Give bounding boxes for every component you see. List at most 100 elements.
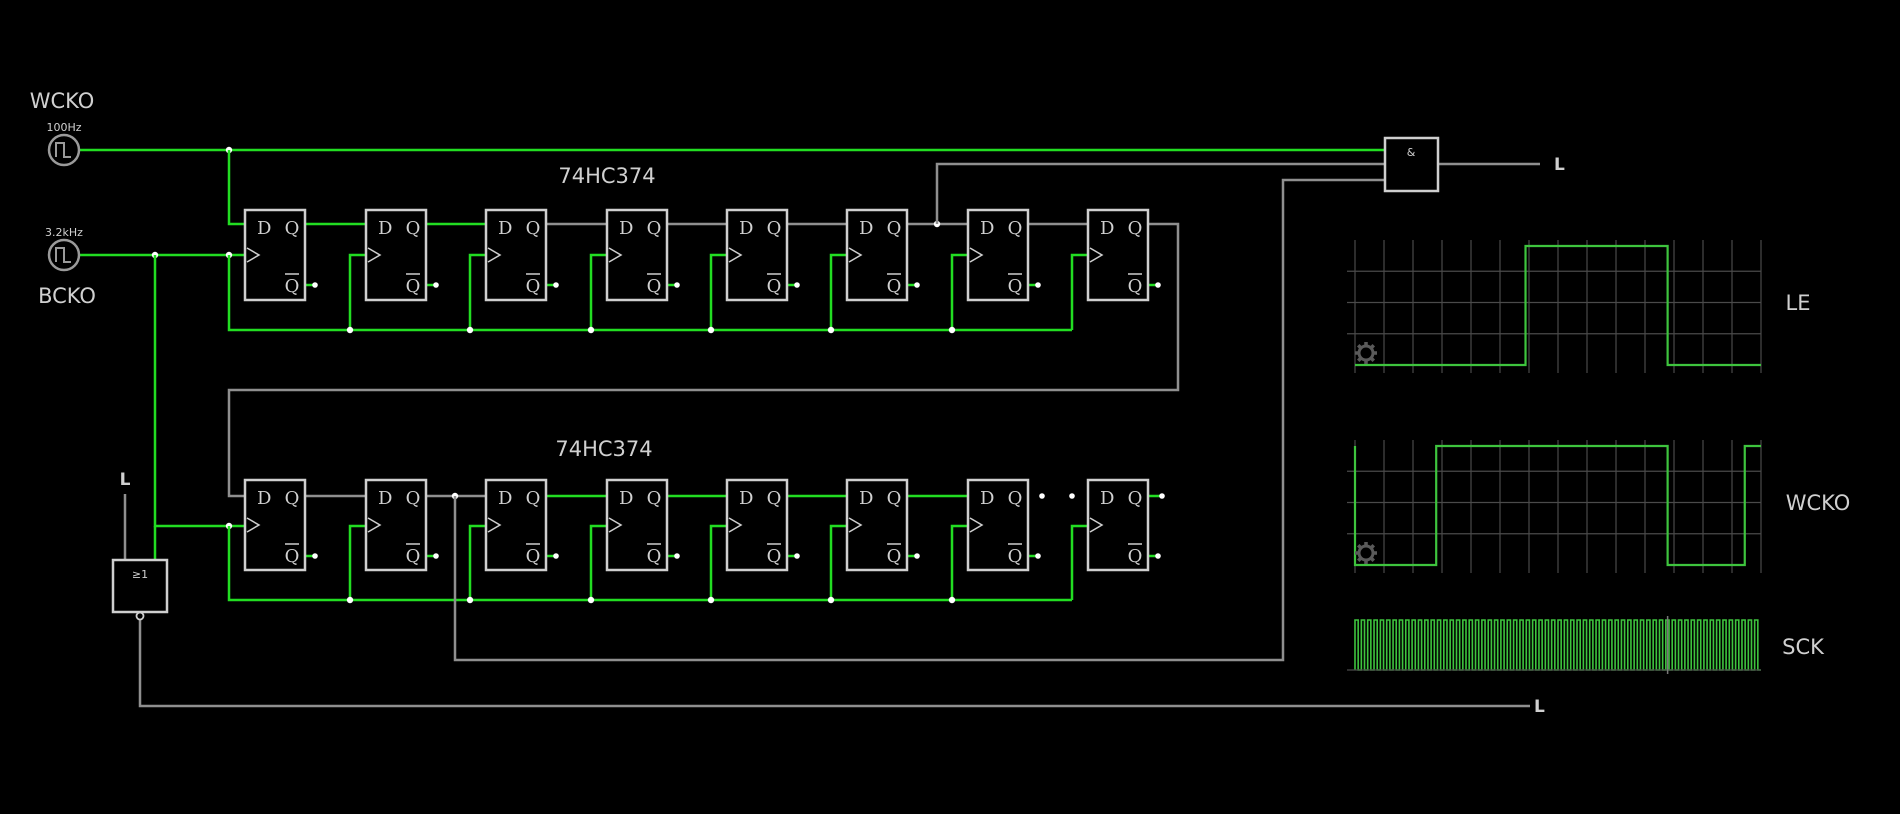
or-input-level: L <box>120 470 131 490</box>
flipflop-q-label: Q <box>647 218 662 239</box>
square-wave-icon <box>55 247 71 263</box>
clock-triangle <box>608 517 623 533</box>
d-in-dot <box>1069 493 1075 499</box>
clock-triangle <box>246 517 261 533</box>
scope-wcko <box>1347 440 1762 573</box>
flipflop-qbar-label: Q <box>1008 276 1023 297</box>
junction-dot <box>707 326 715 334</box>
bottom-output-level: L <box>1534 697 1545 717</box>
gear-ring <box>1357 544 1375 562</box>
scope-trace <box>1353 444 1761 567</box>
flipflop-body <box>484 478 548 572</box>
flipflop-qbar-label: Q <box>406 276 421 297</box>
flipflop-q-label: Q <box>1128 218 1143 239</box>
flipflop-d-label: D <box>859 218 873 239</box>
junction-dot <box>346 326 354 334</box>
flipflop-d-label: D <box>980 218 994 239</box>
flipflop-q-label: Q <box>406 488 421 509</box>
flipflop-qbar-label: Q <box>526 546 541 567</box>
bottom-clock-tap <box>1070 524 1088 600</box>
junction-dot <box>466 326 474 334</box>
qbar-dot <box>433 282 439 288</box>
flipflop-d-label: D <box>257 488 271 509</box>
flipflop-q-label: Q <box>887 488 902 509</box>
bottom-clock-tap <box>589 524 607 600</box>
flipflop-q-label: Q <box>647 488 662 509</box>
qbar-dot <box>674 553 680 559</box>
bcko-freq-label: 3.2kHz <box>45 226 83 239</box>
clock-triangle <box>1089 517 1104 533</box>
or-gate-symbol: ≥1 <box>132 568 148 581</box>
flipflop-q-label: Q <box>406 218 421 239</box>
flipflop-qbar-label: Q <box>767 276 782 297</box>
bottom-clock-bus <box>227 526 1072 602</box>
qbar-dot <box>553 282 559 288</box>
wcko-label: WCKO <box>30 89 95 113</box>
qbar-dot <box>1155 282 1161 288</box>
flipflop-q-label: Q <box>767 218 782 239</box>
bottom-chip-label: 74HC374 <box>555 437 652 461</box>
square-wave-icon <box>55 142 71 158</box>
clock-triangle <box>848 517 863 533</box>
scope-trace <box>1354 619 1761 671</box>
flipflop-body <box>966 208 1030 302</box>
clock-triangle <box>969 517 984 533</box>
flipflop-q-label: Q <box>1008 488 1023 509</box>
scope-sck <box>1347 616 1761 674</box>
clock-triangle <box>367 247 382 263</box>
flipflop-body <box>243 478 307 572</box>
flipflop-qbar-label: Q <box>887 546 902 567</box>
wcko-to-ff1-d <box>227 150 245 226</box>
tap-to-and-wire <box>935 162 1385 224</box>
qbar-dot <box>1035 553 1041 559</box>
junction-dot <box>707 596 715 604</box>
scope-wcko-label: WCKO <box>1786 491 1851 515</box>
flipflop-d-label: D <box>619 218 633 239</box>
junction-dot <box>948 596 956 604</box>
bcko-clock-source <box>47 238 81 272</box>
flipflop-q-label: Q <box>526 218 541 239</box>
qbar-dot <box>674 282 680 288</box>
flipflop-d-label: D <box>378 488 392 509</box>
flipflop-d-label: D <box>257 218 271 239</box>
flipflop-d-label: D <box>1100 488 1114 509</box>
junction-dot <box>587 326 595 334</box>
flipflop-body <box>725 208 789 302</box>
flipflop-qbar-label: Q <box>1008 546 1023 567</box>
qbar-dot <box>914 553 920 559</box>
bcko-down-wire <box>153 255 229 528</box>
qbar-dot <box>433 553 439 559</box>
top-clock-tap <box>589 253 607 330</box>
clock-triangle <box>728 517 743 533</box>
flipflop-body <box>364 478 428 572</box>
clock-triangle <box>1089 247 1104 263</box>
clock-triangle <box>848 247 863 263</box>
or-inverter-bubble <box>135 611 145 621</box>
top-clock-tap <box>950 253 968 330</box>
or-gate-body <box>111 558 169 614</box>
flipflop-d-label: D <box>980 488 994 509</box>
junction-dot <box>827 596 835 604</box>
flipflop-qbar-label: Q <box>406 546 421 567</box>
flipflop-body <box>243 208 307 302</box>
flipflop-d-label: D <box>859 488 873 509</box>
qbar-dot <box>794 553 800 559</box>
flipflop-d-label: D <box>498 218 512 239</box>
flipflop-q-label: Q <box>285 218 300 239</box>
or-gate: ≥1 <box>111 558 169 621</box>
top-chip-label: 74HC374 <box>558 164 655 188</box>
flipflop-d-label: D <box>739 488 753 509</box>
